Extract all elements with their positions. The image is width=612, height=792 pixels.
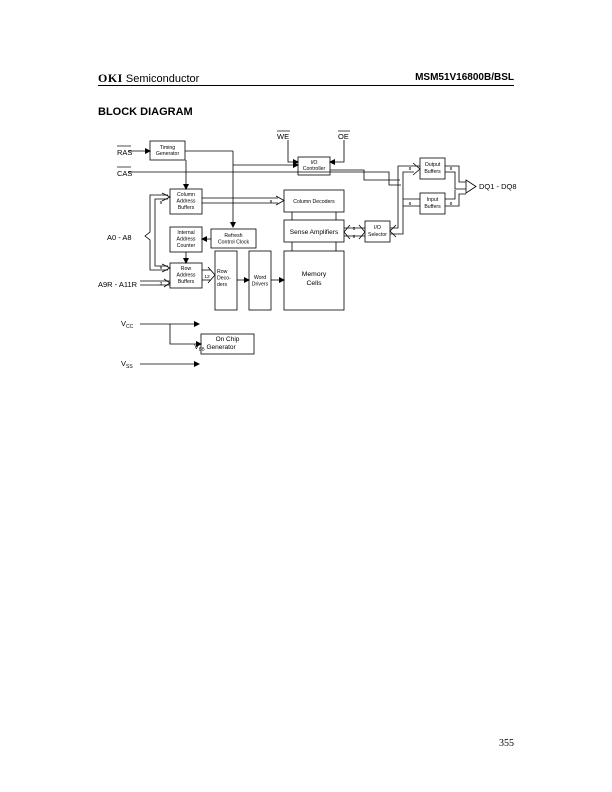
address-high-label: A9R - A11R [98,280,138,289]
ras-label: RAS [117,148,132,157]
address-low-label: A0 - A8 [107,233,132,242]
in-buf-from-dq-bottom [445,193,466,207]
in-buf-from-dq-top [445,190,456,200]
bus-width-in-buf-out: 8 [450,201,453,207]
cas-label: CAS [117,169,132,178]
oe-label: OE [338,132,349,141]
refresh-control-clock-block [210,228,257,249]
a9r-bus-arrow [163,278,171,288]
bus-width-out-buf-out: 8 [450,166,453,172]
column-decoders-block [283,189,345,213]
address-bus-inner [154,198,168,267]
out-buf-to-dq-bottom [445,171,466,190]
division-label: Semiconductor [125,73,200,85]
input-buffers-block [419,192,446,215]
oe-line [329,140,345,165]
io-sel-to-out-buf-bus [390,165,420,229]
dq-label: DQ1 - DQ8 [479,182,517,191]
bus-width-in-buf-in: 8 [409,201,412,207]
page-number: 355 [499,738,514,749]
header-brand: OKI Semiconductor [98,71,199,86]
header-rule [98,85,514,86]
address-bus-outer [144,194,168,271]
vcc-label: VCC [121,319,134,330]
column-decoders-label: Column Decoders [293,199,335,205]
bus-width-io-sense: 8 [353,234,356,240]
col-buf-bus-arrow [161,192,171,202]
sense-io-arrow-left [343,224,351,240]
we-label: WE [277,132,289,141]
bus-width-row-high-in: 3 [160,281,163,287]
bus-width-col-in: 9 [160,200,163,206]
part-number: MSM51V16800B/BSL [415,72,514,83]
we-line [287,140,299,165]
bus-width-col-out: 9 [270,199,273,205]
company-logo: OKI [98,71,123,85]
bus-width-row-in: 9 [160,265,163,271]
cas-to-output-line [364,171,401,186]
dq-arrow [465,179,477,194]
io-sel-to-out-buf-bus-inner [390,171,414,235]
vcc-to-vbb-line [169,324,202,347]
sense-amplifiers-label: Sense Amplifiers [290,229,339,236]
io-sel-in-arrow [389,224,397,238]
vss-label: VSS [121,359,133,370]
row-decoders-block [214,250,238,311]
bus-width-out-buf-in: 8 [409,166,412,172]
sense-amplifiers-block [283,219,345,243]
sense-io-arrow-right [358,224,366,240]
row-buf-bus-arrow [161,263,171,273]
bus-width-sense-io: 8 [353,226,356,232]
section-title: BLOCK DIAGRAM [98,106,193,118]
col-dec-bus-arrow [275,195,285,206]
out-buf-to-dq-top [445,165,466,183]
bus-width-row-out: 12 [204,274,210,280]
out-buf-in-arrow [412,162,421,176]
io-ctrl-to-buffers-line [330,169,400,181]
row-dec-bus-arrow [207,266,216,284]
